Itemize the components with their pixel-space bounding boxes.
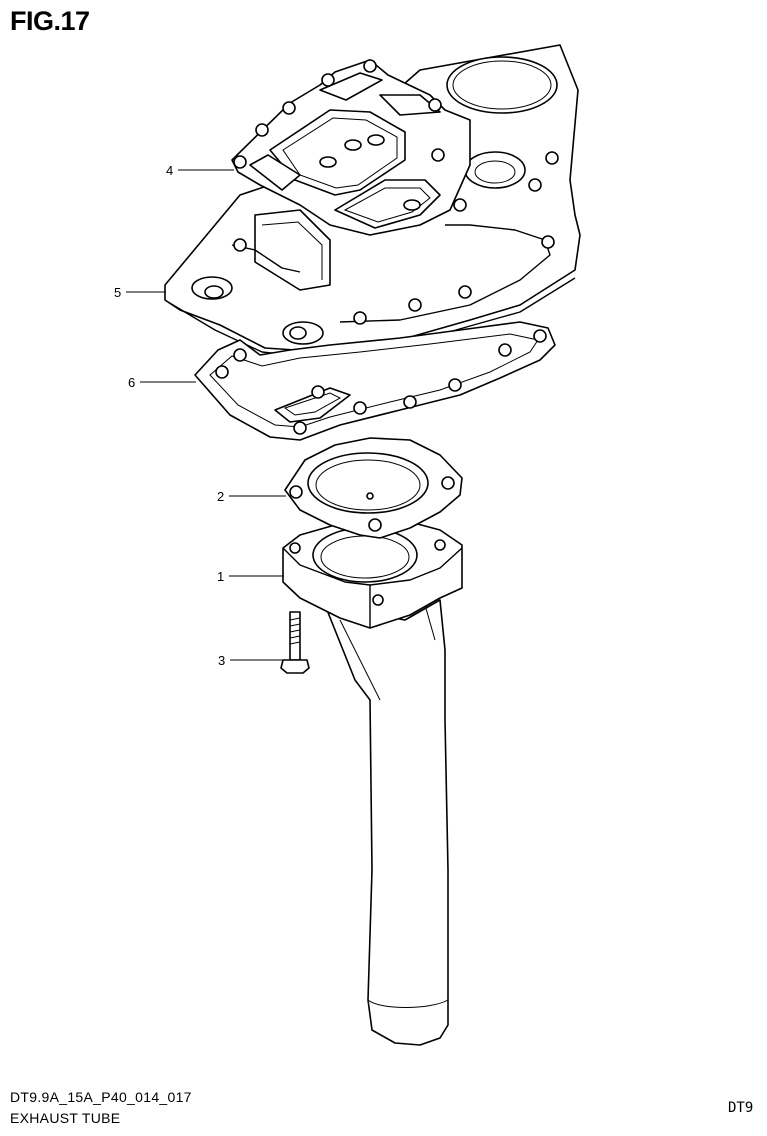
callout-1: 1	[217, 569, 284, 584]
exploded-parts-diagram: 4 5 6 2 1 3	[114, 44, 581, 1046]
diagram-code: DT9.9A_15A_P40_014_017	[10, 1089, 192, 1105]
callout-label: 5	[114, 285, 121, 300]
callout-4: 4	[166, 163, 234, 178]
gasket-bottom[interactable]	[194, 321, 556, 441]
flange-gasket[interactable]	[284, 437, 463, 539]
callout-label: 4	[166, 163, 173, 178]
model-code: DT9	[728, 1100, 754, 1116]
callout-6: 6	[128, 375, 196, 390]
section-title: EXHAUST TUBE	[10, 1110, 121, 1126]
figure-title: FIG.17	[10, 6, 90, 36]
callout-5: 5	[114, 285, 166, 300]
exhaust-tube[interactable]	[282, 521, 463, 1046]
callout-label: 3	[218, 653, 225, 668]
callout-2: 2	[217, 489, 286, 504]
gasket-top[interactable]	[231, 59, 471, 236]
callout-label: 6	[128, 375, 135, 390]
callout-label: 1	[217, 569, 224, 584]
bolt[interactable]	[280, 611, 310, 674]
callout-3: 3	[218, 653, 284, 668]
callout-label: 2	[217, 489, 224, 504]
